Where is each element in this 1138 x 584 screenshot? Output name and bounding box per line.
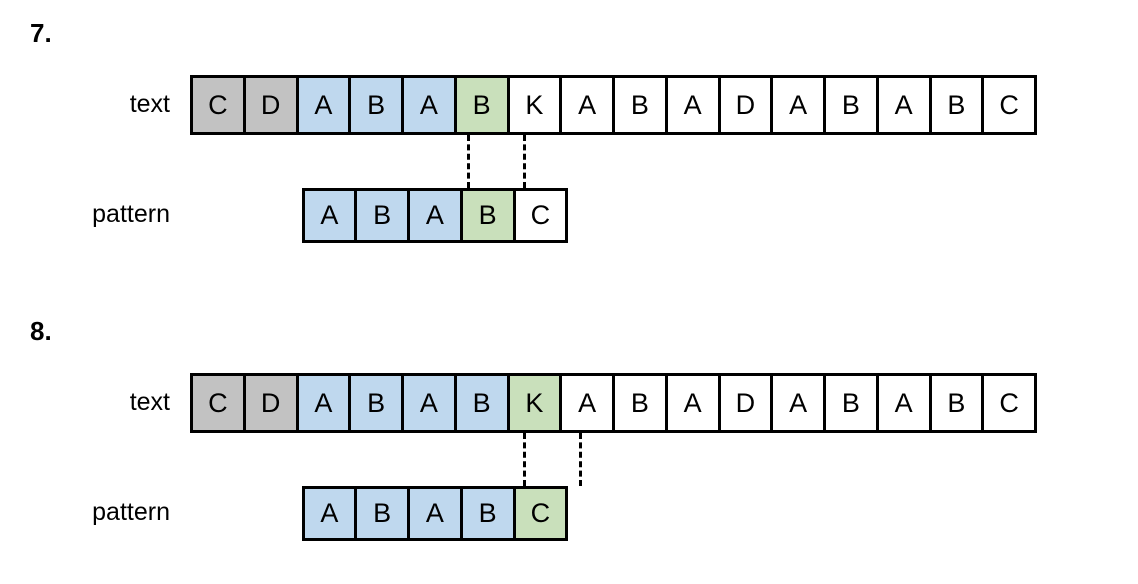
text-cell-7: A [559,373,615,433]
pattern-cell-0: A [301,486,358,541]
text-cell-6: K [506,373,563,433]
text-cell-4: A [401,373,457,433]
text-cell-8: B [612,373,668,433]
text-cell-5: B [453,75,510,135]
text-cell-7: A [559,75,615,135]
pattern-cell-4: C [512,486,569,541]
pattern-cell-0: A [301,188,358,243]
pattern-row-label-2: pattern [92,498,170,526]
pattern-cell-3: B [459,188,516,243]
text-cell-0: C [190,373,246,433]
text-cell-9: A [664,75,721,135]
pattern-row-label-1: pattern [92,200,170,228]
text-cell-10: D [717,75,774,135]
text-row-label-2: text [129,388,170,416]
pattern-cell-2: A [407,188,463,243]
text-cell-2: A [295,373,352,433]
text-cell-1: D [242,75,299,135]
text-cell-11: A [770,373,826,433]
pattern-cell-3: B [459,486,516,541]
text-cell-14: B [928,75,985,135]
text-cell-2: A [295,75,352,135]
text-cell-8: B [612,75,668,135]
text-cell-12: B [823,75,879,135]
text-cell-5: B [453,373,510,433]
connector-line-1 [578,433,582,486]
pattern-cell-1: B [354,486,410,541]
text-cell-3: B [348,373,404,433]
text-cell-0: C [190,75,246,135]
text-cell-13: A [875,75,932,135]
text-cell-15: C [981,373,1037,433]
text-cell-12: B [823,373,879,433]
pattern-cell-2: A [407,486,463,541]
step-number-2: 8. [30,316,52,346]
text-cell-9: A [664,373,721,433]
text-cell-1: D [242,373,299,433]
pattern-cell-4: C [512,188,569,243]
connector-line-0 [523,433,526,486]
pattern-cell-1: B [354,188,410,243]
text-cell-10: D [717,373,774,433]
text-cell-6: K [506,75,563,135]
text-cell-15: C [981,75,1037,135]
connector-line-0 [467,135,471,188]
step-number-1: 7. [30,18,52,48]
text-cell-3: B [348,75,404,135]
connector-line-1 [523,135,526,188]
text-cell-11: A [770,75,826,135]
text-cell-13: A [875,373,932,433]
text-row-label-1: text [129,90,170,118]
text-cell-4: A [401,75,457,135]
text-cell-14: B [928,373,985,433]
